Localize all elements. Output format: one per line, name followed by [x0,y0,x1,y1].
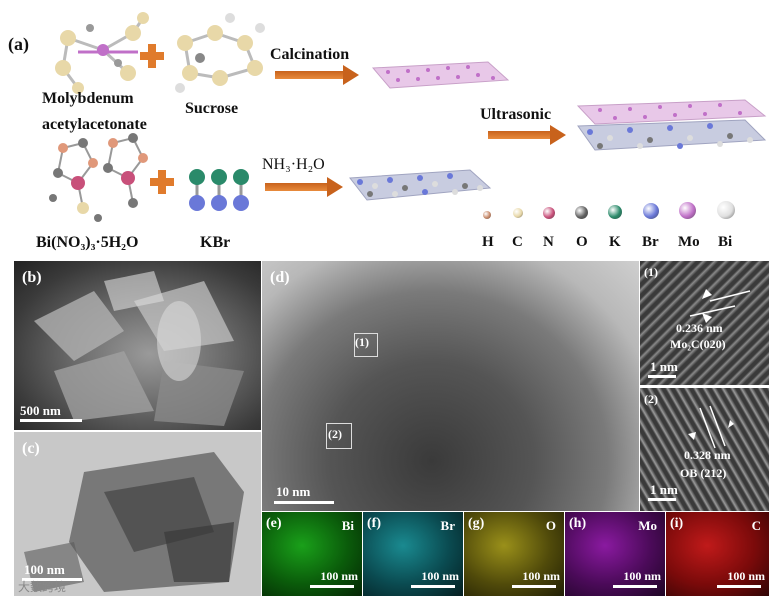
scale-text-inset-2: 1 nm [650,482,678,498]
map-scale-text-e: 100 nm [320,569,358,584]
map-element-mo: Mo [638,518,657,534]
lattice-inset-1: (1) 0.236 nm Mo₂C(020) 1 nm [640,261,769,385]
eds-map-o: (g) O 100 nm [464,512,564,596]
scale-bar-d [274,501,334,504]
legend-swatch-k [608,205,622,219]
map-label-g: (g) [468,516,484,532]
legend-swatch-mo [679,202,696,219]
d-spacing-2: 0.328 nm [684,448,731,463]
legend-label-br: Br [642,234,659,251]
eds-map-bi: (e) Bi 100 nm [262,512,362,596]
ultrasonic-arrow [488,128,568,142]
map-label-h: (h) [569,516,586,532]
phase-label-1: Mo₂C(020) [670,337,726,352]
legend-label-h: H [482,234,494,251]
map-scale-text-g: 100 nm [522,569,560,584]
map-scale-bar-i [717,585,761,588]
composite-heterostructure-model [570,96,770,166]
roi-label-2: (2) [328,427,342,442]
legend-label-o: O [576,234,588,251]
legend-label-c: C [512,234,523,251]
mo2c-sheet-model [368,58,513,92]
map-label-f: (f) [367,516,381,532]
sucrose-molecule [170,8,270,98]
map-scale-text-i: 100 nm [727,569,765,584]
precursor-kbr-label: KBr [200,234,230,252]
tem-image-panel: (c) 100 nm 大数跨境 [14,432,261,596]
map-scale-bar-f [411,585,455,588]
scale-text-inset-1: 1 nm [650,359,678,375]
legend-swatch-br [643,203,659,219]
sem-image-panel: (b) 500 nm [14,261,261,430]
map-scale-text-h: 100 nm [623,569,661,584]
map-scale-bar-e [310,585,354,588]
calcination-arrow [275,68,360,82]
scale-bar-inset-2 [648,498,676,501]
scale-bar-inset-1 [648,375,676,378]
step-ammonia-label: NH₃·H₂O [262,156,325,174]
map-element-c: C [752,518,761,534]
eds-map-mo: (h) Mo 100 nm [565,512,665,596]
precursor-sucrose-label: Sucrose [185,100,238,118]
roi-label-1: (1) [355,335,369,350]
scale-text-d: 10 nm [276,484,310,500]
precursor-molybdenum-label: Molybdenum [42,90,134,108]
legend-swatch-bi [717,201,735,219]
eds-map-br: (f) Br 100 nm [363,512,463,596]
scale-bar-b [20,419,82,422]
hrtem-image-panel: (d) (1) (2) 10 nm [262,261,639,511]
legend-swatch-c [513,208,523,218]
legend-swatch-h [483,211,491,219]
watermark-text: 大数跨境 [18,578,66,595]
map-element-bi: Bi [342,518,354,534]
bismuth-nitrate-molecule [38,128,163,228]
map-label-i: (i) [670,516,683,532]
scale-text-b: 500 nm [20,403,61,419]
legend-swatch-n [543,207,555,219]
step-calcination-label: Calcination [270,46,349,64]
step-ultrasonic-label: Ultrasonic [480,106,551,124]
panel-label-b: (b) [22,269,42,287]
panel-label-c: (c) [22,440,40,458]
legend-label-bi: Bi [718,234,732,251]
map-element-br: Br [441,518,455,534]
panel-label-d: (d) [270,269,290,287]
map-label-e: (e) [266,516,282,532]
map-element-o: O [546,518,556,534]
kbr-molecule [185,165,255,215]
legend-swatch-o [575,206,588,219]
legend-label-k: K [609,234,621,251]
lattice-inset-2: (2) 0.328 nm OB (212) 1 nm [640,388,769,511]
map-scale-bar-g [512,585,556,588]
panel-label-a: (a) [8,34,29,55]
plus-icon-2 [150,170,174,194]
scale-text-c: 100 nm [24,562,65,578]
map-scale-text-f: 100 nm [421,569,459,584]
d-spacing-1: 0.236 nm [676,321,723,336]
phase-label-2: OB (212) [680,466,726,481]
precursor-bismuth-nitrate-label: Bi(NO₃)₃·5H₂O [36,234,138,252]
map-scale-bar-h [613,585,657,588]
legend-label-mo: Mo [678,234,700,251]
plus-icon [140,44,164,68]
biobr-sheet-model [345,166,495,206]
ammonia-arrow [265,180,345,194]
eds-map-c: (i) C 100 nm [666,512,769,596]
legend-label-n: N [543,234,554,251]
